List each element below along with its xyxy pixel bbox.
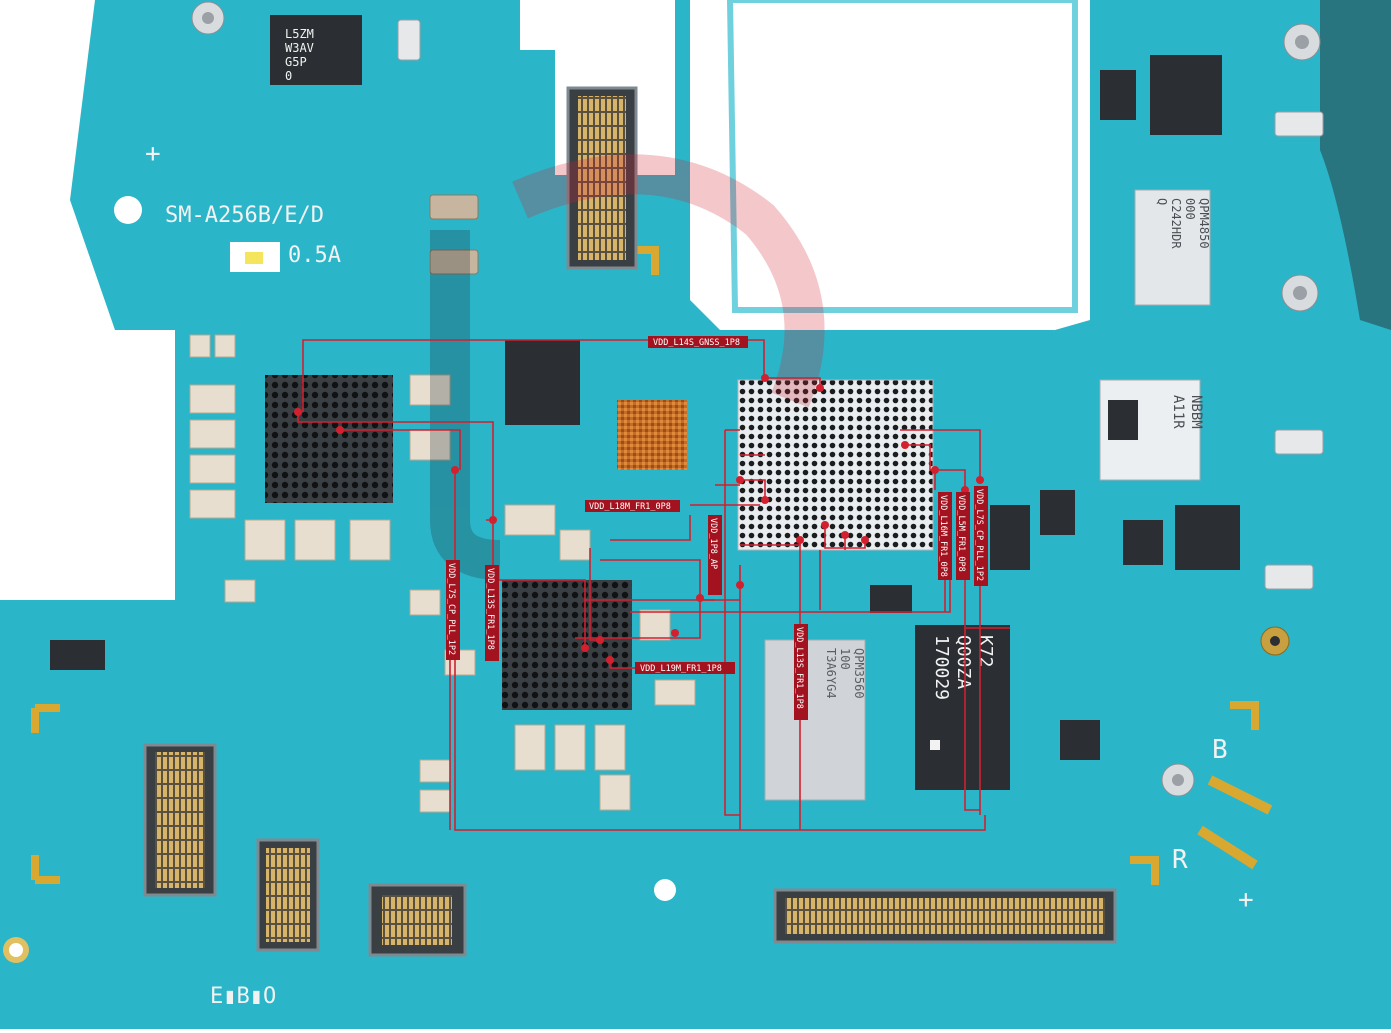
svg-text:L5ZM: L5ZM	[285, 27, 314, 41]
svg-text:QPM4850: QPM4850	[1197, 198, 1211, 249]
datamatrix-chip	[617, 400, 687, 470]
svg-text:VDD_L19M_FR1_1P8: VDD_L19M_FR1_1P8	[640, 664, 722, 674]
svg-text:VDD_L18M_FR1_0P8: VDD_L18M_FR1_0P8	[589, 502, 671, 512]
net-label-l7s-cp-pll-right: VDD_L7S_CP_PLL_1P2	[974, 486, 988, 586]
a11r-chip: NBBM A11R	[1099, 379, 1204, 481]
svg-text:+: +	[145, 139, 161, 169]
board-current-label: 0.5A	[288, 243, 341, 268]
net-label-l14s-gnss: VDD_L14S_GNSS_1P8	[648, 336, 748, 348]
antenna-pads	[397, 19, 1324, 590]
svg-text:A11R: A11R	[1170, 395, 1186, 429]
marker-b: B	[1212, 735, 1228, 765]
qpm-top-chip: QPM4850 000 C242HDR Q	[1134, 189, 1211, 306]
svg-text:VDD_L16M_FR1_0P8: VDD_L16M_FR1_0P8	[938, 495, 948, 577]
svg-text:VDD_L5M_FR1_0P8: VDD_L5M_FR1_0P8	[956, 495, 966, 572]
memory-chip: K72 Q00ZA 170029	[915, 625, 1010, 790]
marker-r: R	[1172, 845, 1188, 875]
svg-text:VDD_L13S_FR1_1P8: VDD_L13S_FR1_1P8	[485, 568, 495, 650]
net-label-l16m-fr1: VDD_L16M_FR1_0P8	[938, 492, 952, 580]
chip-markings: L5ZM W3AV G5P 0	[285, 27, 314, 83]
svg-text:C242HDR: C242HDR	[1169, 198, 1183, 249]
svg-text:T3A6YG4: T3A6YG4	[824, 648, 838, 699]
bga-packages	[265, 375, 934, 710]
mounting-holes	[3, 196, 676, 963]
net-label-l18m-fr1: VDD_L18M_FR1_0P8	[585, 500, 680, 512]
board-model-label: SM-A256B/E/D	[165, 203, 324, 228]
net-label-l13s-fr1-right: VDD_L13S_FR1_1P8	[794, 624, 808, 720]
net-label-1p8-ap: VDD_1P8_AP	[708, 515, 722, 595]
svg-text:VDD_L13S_FR1_1P8: VDD_L13S_FR1_1P8	[794, 627, 804, 709]
net-test-points	[294, 374, 984, 664]
coax-connectors	[191, 1, 1321, 797]
net-label-l19m-fr1: VDD_L19M_FR1_1P8	[635, 662, 735, 674]
passives	[189, 334, 696, 813]
svg-text:NBBM: NBBM	[1188, 395, 1204, 429]
svg-text:QPM3560: QPM3560	[852, 648, 866, 699]
svg-text:100: 100	[838, 648, 852, 670]
net-label-l13s-fr1-left: VDD_L13S_FR1_1P8	[485, 565, 499, 661]
footer-marking: E▮B▮O	[210, 984, 276, 1009]
svg-text:Q: Q	[1155, 198, 1169, 205]
board-connectors	[143, 86, 1117, 957]
svg-text:W3AV: W3AV	[285, 41, 314, 55]
qpm-bottom-chip: QPM3560 100 T3A6YG4	[764, 639, 866, 801]
svg-text:170029: 170029	[931, 635, 952, 700]
svg-text:Q00ZA: Q00ZA	[953, 635, 974, 689]
gold-corner-marks	[31, 246, 1273, 885]
svg-text:VDD_1P8_AP: VDD_1P8_AP	[708, 518, 718, 569]
small-ics	[50, 15, 1240, 760]
watermark-logo	[430, 154, 825, 580]
net-label-l5m-fr1: VDD_L5M_FR1_0P8	[956, 492, 970, 580]
svg-text:VDD_L7S_CP_PLL_1P2: VDD_L7S_CP_PLL_1P2	[974, 489, 984, 581]
svg-text:000: 000	[1183, 198, 1197, 220]
net-label-l7s-cp-pll-left: VDD_L7S_CP_PLL_1P2	[446, 560, 460, 660]
svg-text:VDD_L7S_CP_PLL_1P2: VDD_L7S_CP_PLL_1P2	[446, 563, 456, 655]
svg-text:G5P: G5P	[285, 55, 307, 69]
svg-text:K72: K72	[975, 635, 996, 668]
silkscreen: SM-A256B/E/D 0.5A B R E▮B▮O + +	[145, 139, 1254, 1009]
net-labels: VDD_L14S_GNSS_1P8 VDD_L18M_FR1_0P8 VDD_1…	[446, 336, 988, 720]
svg-text:+: +	[1238, 885, 1254, 915]
svg-text:VDD_L14S_GNSS_1P8: VDD_L14S_GNSS_1P8	[653, 338, 740, 348]
svg-text:0: 0	[285, 69, 292, 83]
